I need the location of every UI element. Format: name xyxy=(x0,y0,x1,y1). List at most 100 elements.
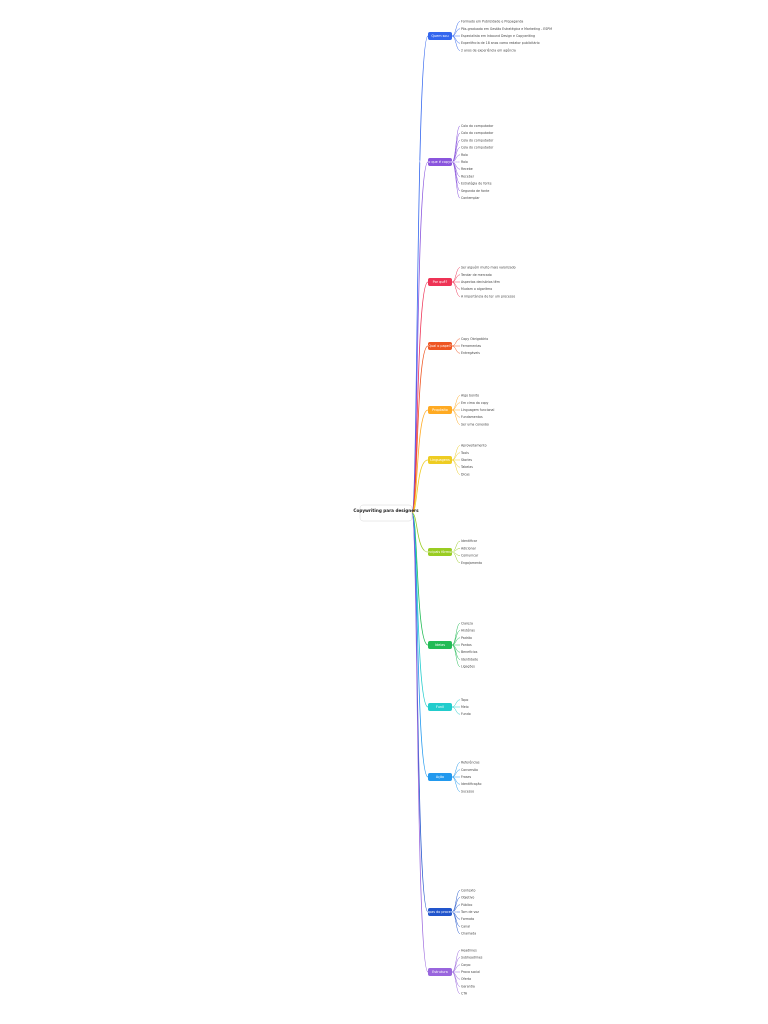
leaf-label: Tabelas xyxy=(460,465,473,469)
leaf-label: Mudam o algoritmo xyxy=(461,287,492,291)
leaf-edge xyxy=(451,911,461,934)
leaf-label: Rolo xyxy=(461,153,468,157)
branch-node[interactable]: Ação xyxy=(428,773,452,781)
leaf-edge xyxy=(451,125,461,163)
leaf-label: Benefícios xyxy=(461,650,478,654)
leaf-label: Experiência de 18 anos como redator publ… xyxy=(461,41,540,45)
leaf-label: Padrão xyxy=(461,636,472,640)
branch-node[interactable]: Linguagens xyxy=(428,456,452,464)
branch-node[interactable]: Funil xyxy=(428,703,452,711)
edges xyxy=(411,21,461,994)
leaf-label: Cola do computador xyxy=(461,138,494,142)
leaf-label: Entregáveis xyxy=(461,351,480,355)
leaf-edge xyxy=(451,161,461,192)
branch-label: Ideias xyxy=(435,643,445,647)
branch-label: Por quê? xyxy=(433,280,448,284)
branch-pill xyxy=(428,641,452,649)
leaf-label: Chamada xyxy=(461,932,476,936)
leaf-label: Engajamento xyxy=(461,561,482,565)
branch-node[interactable]: Ideias xyxy=(428,641,452,649)
leaf-label: Objetivo xyxy=(461,896,474,900)
leaf-label: Aspectos decisórios têm xyxy=(461,280,500,284)
leaf-label: Algo bonito xyxy=(461,394,479,398)
branch-node[interactable]: Afinal, o que é copywriting? xyxy=(416,158,464,166)
branch-node[interactable]: Estrutura xyxy=(428,968,452,976)
leaf-label: Conversão xyxy=(461,768,478,772)
branch-node[interactable]: Qual o papel? xyxy=(428,342,452,350)
branch-label: Funil xyxy=(436,705,444,709)
leaf-label: Estratégia de fonte xyxy=(461,182,492,186)
leaf-label: Tendar de mercado xyxy=(460,273,492,277)
leaf-edge xyxy=(451,971,461,994)
leaf-edge xyxy=(451,706,461,715)
branch-pill xyxy=(428,773,452,781)
leaf-edge xyxy=(451,769,461,778)
branch-node[interactable]: Quem sou xyxy=(428,32,452,40)
branch-label: Quem sou xyxy=(431,34,448,38)
branch-label: Propósito xyxy=(432,408,448,412)
leaf-label: Clareza xyxy=(461,621,473,625)
edge xyxy=(411,512,429,553)
branch-node[interactable]: Etapas do processo xyxy=(423,908,457,916)
leaf-label: Público xyxy=(461,903,472,907)
leaf-label: Garantia xyxy=(461,984,475,988)
branch-pill xyxy=(428,456,452,464)
leaf-edge xyxy=(451,630,461,646)
leaf-edge xyxy=(451,409,461,418)
leaf-label: Especialista em Inbound Design e Copywri… xyxy=(461,34,535,38)
branch-label: Afinal, o que é copywriting? xyxy=(416,160,463,164)
leaf-label: Pontos xyxy=(461,643,472,647)
branch-label: Etapas do processo xyxy=(423,910,456,914)
leaf-edge xyxy=(451,28,461,37)
leaf-label: Canal xyxy=(461,924,470,928)
leaf-label: Identificação xyxy=(461,782,481,786)
leaf-label: Cola do computador xyxy=(461,131,494,135)
leaf-label: Contexto xyxy=(461,888,475,892)
leaf-label: Frases xyxy=(461,775,471,779)
leaf-label: Recebe xyxy=(461,167,473,171)
branch-node[interactable]: Por quê? xyxy=(428,278,452,286)
leaf-label: Meio xyxy=(461,705,469,709)
leaf-edge xyxy=(451,274,461,283)
leaf-edge xyxy=(451,459,461,468)
branch-pill xyxy=(428,908,452,916)
leaf-label: Rolo xyxy=(461,160,468,164)
leaf-label: Topo xyxy=(460,698,468,702)
leaf-edge xyxy=(451,395,461,411)
branch-node[interactable]: Principais fórmulas xyxy=(424,548,456,556)
leaf-edge xyxy=(451,338,461,347)
leaf-edge xyxy=(451,971,461,987)
leaf-label: Linguagem funcional xyxy=(461,408,495,412)
leaf-label: Prova social xyxy=(461,970,480,974)
edge xyxy=(411,409,429,514)
leaf-edge xyxy=(451,762,461,778)
leaf-label: Formato xyxy=(461,917,474,921)
leaf-edge xyxy=(451,452,461,461)
leaf-label: 2 anos de experiência em agência xyxy=(461,48,516,52)
leaf-label: Referências xyxy=(461,761,480,765)
leaf-edge xyxy=(451,445,461,461)
branch-pill xyxy=(428,703,452,711)
leaf-label: Fundamentos xyxy=(461,415,483,419)
leaf-label: Ferramentas xyxy=(461,344,481,348)
leaf-edge xyxy=(451,776,461,785)
leaf-label: Sucesso xyxy=(461,789,474,793)
leaf-edge xyxy=(451,551,461,564)
leaf-edge xyxy=(451,402,461,411)
branch-node[interactable]: Propósito xyxy=(428,406,452,414)
root-node[interactable]: Copywriting para designers xyxy=(353,504,419,522)
leaf-label: Adicionar xyxy=(461,546,477,550)
leaf-edge xyxy=(451,281,461,290)
leaf-label: Cola do computador xyxy=(461,124,494,128)
leaf-label: Ser uma conexão xyxy=(461,422,489,426)
leaf-label: Histórias xyxy=(461,629,475,633)
leaf-label: Contemplar xyxy=(461,196,480,200)
leaf-label: CTA xyxy=(461,992,468,996)
leaf-label: Ser alguém muito mais valorizado xyxy=(461,266,516,270)
leaf-edge xyxy=(451,776,461,792)
leaf-label: Fundo xyxy=(461,712,471,716)
branch-label: Principais fórmulas xyxy=(424,550,456,554)
leaf-edge xyxy=(451,409,461,425)
leaf-edge xyxy=(451,957,461,973)
